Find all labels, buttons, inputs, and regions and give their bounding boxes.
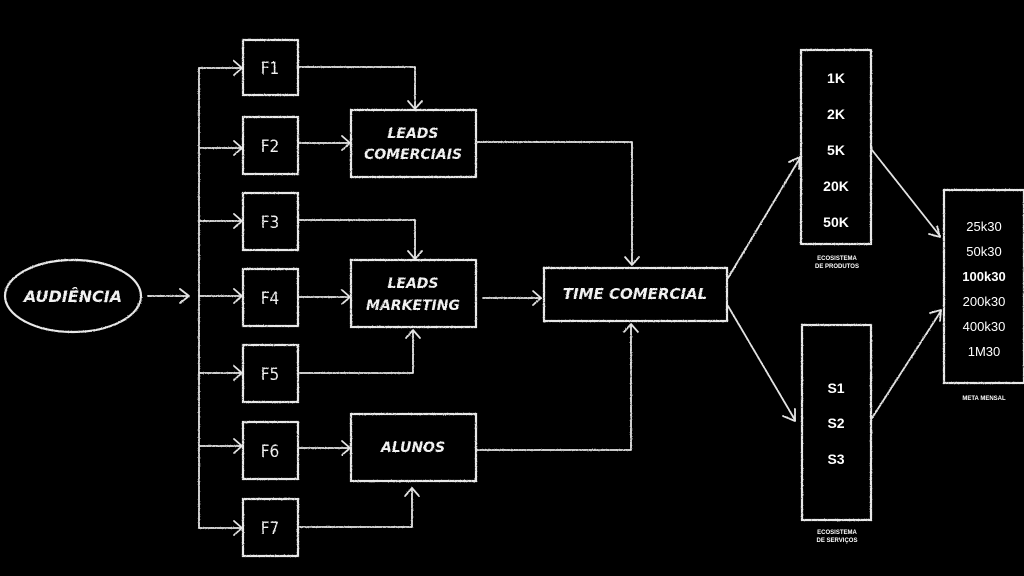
meta-item: 25k30 (966, 219, 1001, 234)
group-team-connectors (476, 141, 640, 451)
funnel-f3: F3 (241, 191, 300, 252)
group-label-line2: MARKETING (366, 298, 460, 314)
meta-item: 400k30 (963, 319, 1006, 334)
servico-item: S2 (827, 415, 844, 431)
servico-item: S1 (827, 380, 844, 396)
funnel-f2: F2 (241, 115, 300, 176)
arrowhead-icon (623, 323, 639, 333)
servico-item: S3 (827, 451, 844, 467)
arrowhead-icon (928, 225, 941, 238)
arrowhead-icon (179, 288, 190, 304)
arrowhead-icon (929, 309, 942, 322)
produtos-caption-line2: DE PRODUTOS (815, 264, 859, 270)
ecosystem-goal-connectors (871, 149, 942, 419)
group-label-line2: COMERCIAIS (364, 147, 462, 163)
meta-item: 50k30 (966, 244, 1001, 259)
meta-item: 200k30 (963, 294, 1006, 309)
funnel-label: F7 (261, 519, 280, 539)
group-alunos: ALUNOS (349, 412, 478, 483)
produto-item: 20K (823, 178, 849, 194)
arrowhead-icon (404, 487, 420, 497)
meta-item: 1M30 (968, 344, 1001, 359)
bus-connectors (198, 60, 243, 536)
funnel-label: F1 (261, 59, 280, 79)
produto-item: 2K (827, 106, 845, 122)
funnel-label: F3 (261, 213, 280, 233)
meta-item: 100k30 (962, 269, 1005, 284)
funnel-f1: F1 (241, 38, 300, 97)
funnel-label: F4 (261, 289, 280, 309)
audiencia-node: AUDIÊNCIA (3, 258, 143, 334)
funnel-label: F2 (261, 137, 280, 157)
audiencia-ellipse (3, 258, 143, 334)
team-ecosystem-connectors (727, 156, 801, 422)
produto-item: 5K (827, 142, 845, 158)
group-label-line1: LEADS (387, 126, 438, 142)
funnel-f7: F7 (241, 497, 300, 558)
time-comercial-label: TIME COMERCIAL (563, 285, 707, 303)
group-leads-marketing: LEADS MARKETING (349, 258, 478, 329)
ecosistema-produtos (799, 48, 873, 246)
funnel-f4: F4 (241, 267, 300, 328)
produto-item: 1K (827, 70, 845, 86)
group-label: ALUNOS (380, 440, 445, 456)
funnel-f5: F5 (241, 343, 300, 404)
servicos-caption-line2: DE SERVIÇOS (817, 538, 858, 544)
meta-caption: META MENSAL (962, 396, 1006, 402)
group-leads-comerciais: LEADS COMERCIAIS (349, 108, 478, 179)
produto-item: 50K (823, 214, 849, 230)
funnel-label: F5 (261, 365, 280, 385)
arrowhead-icon (624, 256, 640, 266)
arrowhead-icon (532, 290, 542, 306)
arrowhead-icon (782, 408, 796, 422)
ecosistema-servicos (800, 323, 873, 522)
servicos-items: S1 S2 S3 (827, 380, 844, 467)
produtos-caption-line1: ECOSISTEMA (817, 256, 857, 262)
meta-mensal (942, 188, 1024, 385)
produtos-items: 1K 2K 5K 20K 50K (823, 70, 849, 230)
arrowhead-icon (405, 329, 421, 339)
funnel-f6: F6 (241, 420, 300, 481)
servicos-caption-line1: ECOSISTEMA (817, 530, 857, 536)
time-comercial-node: TIME COMERCIAL (542, 266, 729, 323)
audiencia-label: AUDIÊNCIA (22, 287, 122, 306)
group-label-line1: LEADS (387, 276, 438, 292)
meta-items: 25k30 50k30 100k30 200k30 400k30 1M30 (962, 219, 1005, 359)
funnel-label: F6 (261, 442, 280, 462)
